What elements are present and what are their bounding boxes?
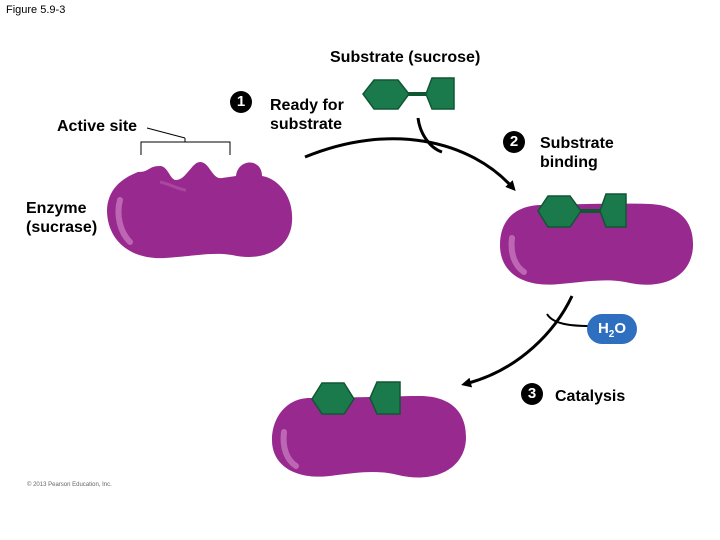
- cycle-arrows: [304, 117, 591, 388]
- bound-substrate: [537, 193, 627, 228]
- enzyme-body-1: [107, 162, 293, 259]
- substrate-sucrose: [362, 77, 455, 110]
- enzyme-binding: [500, 203, 694, 285]
- step-2-badge: 2: [503, 131, 525, 153]
- enzyme-label: Enzyme (sucrase): [26, 200, 98, 236]
- arrow-substrate-entry: [416, 117, 443, 154]
- step-3-label: Catalysis: [555, 388, 626, 405]
- water-symbol: H: [597, 320, 609, 337]
- enzyme-ready: [107, 162, 293, 259]
- product-glucose: [311, 382, 355, 415]
- enzyme-catalysis: [272, 396, 466, 478]
- substrate-fructose-square: [425, 77, 455, 110]
- active-site-label: Active site: [57, 118, 138, 135]
- step-1-label: Ready for substrate: [270, 97, 344, 133]
- arrow-to-catalysis: [461, 295, 574, 388]
- product-fructose: [369, 381, 401, 415]
- water-subscript: 2: [608, 329, 615, 340]
- step-2-label: Substrate binding: [540, 135, 614, 171]
- water-rest: O: [614, 320, 627, 337]
- active-site-bracket: [140, 127, 231, 155]
- enzyme-body-3: [272, 396, 466, 478]
- arrow-to-binding: [304, 137, 516, 191]
- arrow-water-in: [546, 313, 591, 327]
- substrate-glucose-hexagon: [362, 79, 410, 110]
- enzyme-body-2: [500, 203, 694, 285]
- copyright-notice: © 2013 Pearson Education, Inc.: [27, 482, 112, 488]
- figure-label: Figure 5.9-3: [6, 4, 66, 16]
- water-badge: H2O: [587, 314, 637, 344]
- step-3-badge: 3: [521, 383, 543, 405]
- products: [311, 381, 401, 415]
- step-1-badge: 1: [230, 91, 252, 113]
- substrate-label: Substrate (sucrose): [330, 49, 481, 66]
